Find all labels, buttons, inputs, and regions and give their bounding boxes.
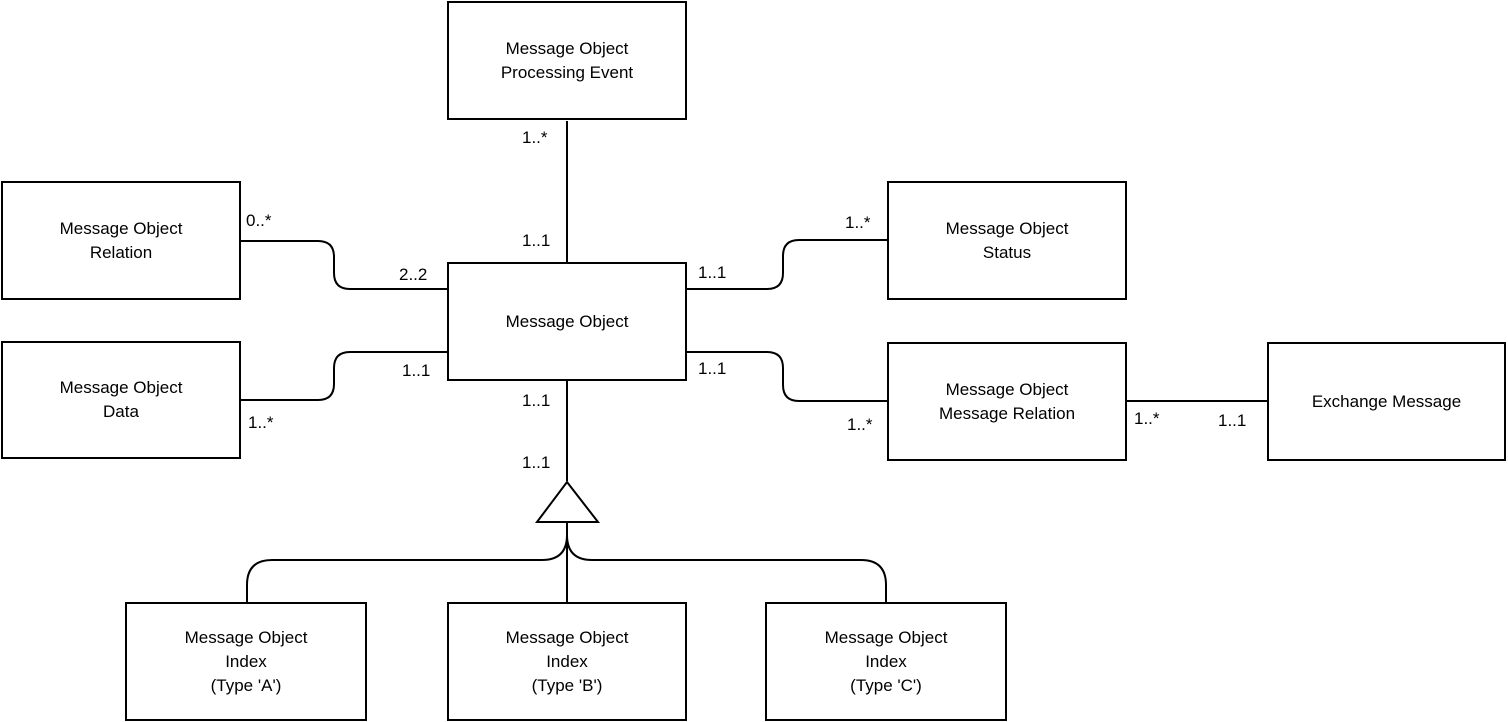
node-label: Message Object Index (Type 'B') <box>505 627 629 695</box>
node-message-object-index-type-b[interactable]: Message Object Index (Type 'B') <box>447 602 687 721</box>
multiplicity-message-object-right-top-end: 1..1 <box>698 263 727 282</box>
edge-generalization-left-branch[interactable] <box>246 534 568 602</box>
multiplicity-message-object-top-end: 1..1 <box>522 231 551 250</box>
node-message-object-index-type-c[interactable]: Message Object Index (Type 'C') <box>765 602 1007 721</box>
node-message-object-data[interactable]: Message Object Data <box>1 341 241 459</box>
node-label: Exchange Message <box>1311 391 1462 411</box>
node-label: Message Object Processing Event <box>500 38 634 82</box>
node-label: Message Object Data <box>59 378 183 421</box>
multiplicity-generalization-lower: 1..1 <box>522 453 551 472</box>
node-label: Message Object Index (Type 'C') <box>824 627 948 695</box>
node-message-object-status[interactable]: Message Object Status <box>887 181 1127 300</box>
node-message-object-relation[interactable]: Message Object Relation <box>1 181 241 300</box>
multiplicity-generalization-upper: 1..1 <box>522 391 551 410</box>
multiplicity-exchange-message-end: 1..1 <box>1218 411 1247 430</box>
edge-generalization-right-branch[interactable] <box>566 534 887 602</box>
multiplicity-data-end: 1..* <box>248 413 274 432</box>
edge-relation-to-message-object[interactable] <box>241 240 447 290</box>
node-label: Message Object <box>505 311 629 331</box>
multiplicity-message-object-left-bottom-end: 1..1 <box>402 361 431 380</box>
node-label: Message Object Status <box>945 218 1069 262</box>
multiplicity-message-object-left-top-end: 2..2 <box>399 265 428 284</box>
generalization-triangle-icon <box>535 480 601 523</box>
multiplicity-processing-event-end: 1..* <box>522 128 548 147</box>
node-label: Message Object Relation <box>59 218 183 262</box>
node-message-object[interactable]: Message Object <box>447 262 687 381</box>
node-message-object-processing-event[interactable]: Message Object Processing Event <box>447 1 687 120</box>
node-message-object-index-type-a[interactable]: Message Object Index (Type 'A') <box>125 602 367 721</box>
node-label: Message Object Index (Type 'A') <box>184 627 308 695</box>
edge-message-object-to-status[interactable] <box>687 239 887 290</box>
multiplicity-message-object-right-bottom-end: 1..1 <box>698 359 727 378</box>
multiplicity-status-end: 1..* <box>845 213 871 232</box>
multiplicity-message-relation-right-end: 1..* <box>1134 409 1160 428</box>
node-message-object-message-relation[interactable]: Message Object Message Relation <box>887 342 1127 461</box>
node-exchange-message[interactable]: Exchange Message <box>1267 342 1506 461</box>
multiplicity-relation-end: 0..* <box>246 211 272 230</box>
node-label: Message Object Message Relation <box>938 379 1076 423</box>
multiplicity-message-relation-left-end: 1..* <box>847 415 873 434</box>
edge-message-object-to-message-relation[interactable] <box>687 351 887 402</box>
edge-data-to-message-object[interactable] <box>241 351 447 401</box>
